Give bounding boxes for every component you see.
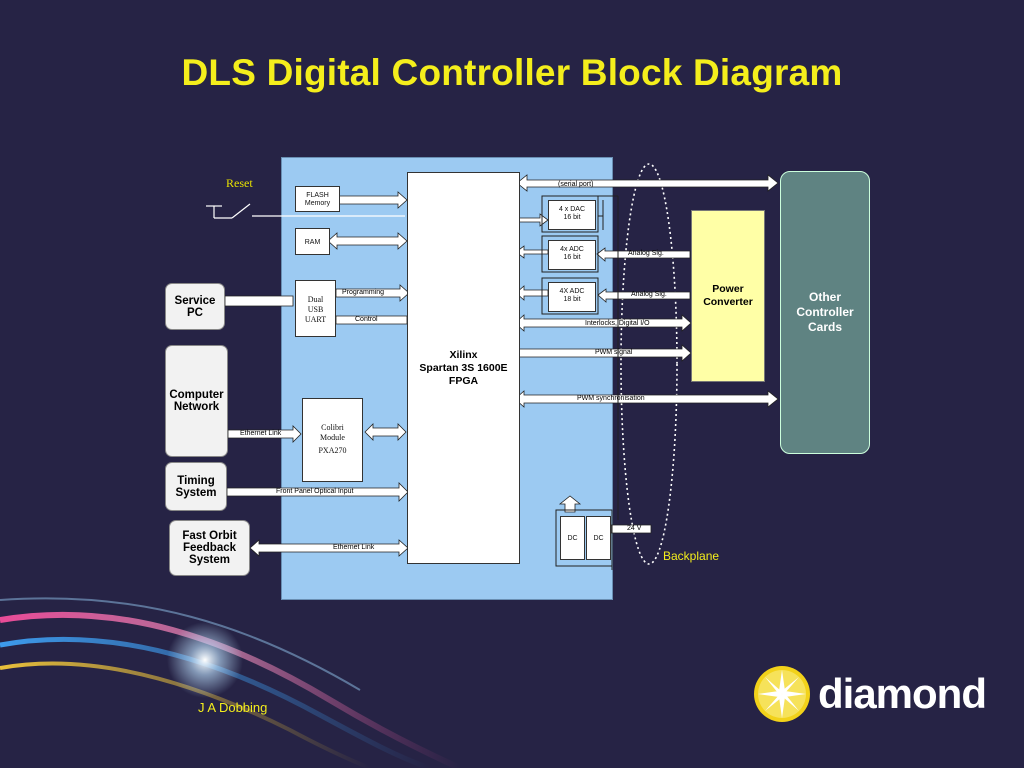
arrow-pwm-sync xyxy=(514,390,779,408)
flash-memory-block: FLASH Memory xyxy=(295,186,340,212)
other-line-3: Cards xyxy=(807,320,842,334)
arrow-dc-up xyxy=(558,495,582,513)
colibri-line-1: Colibri xyxy=(321,423,344,432)
arrow-analog2 xyxy=(597,288,691,303)
fpga-line-1: Xilinx xyxy=(449,349,478,361)
arrow-24v xyxy=(610,524,652,534)
arrow-ethernet2 xyxy=(249,539,409,557)
colibri-module-block: Colibri Module PXA270 xyxy=(302,398,363,482)
control-label: Control xyxy=(355,316,378,323)
dc1-label: DC xyxy=(567,535,578,542)
serial-port-label: (serial port) xyxy=(558,181,594,188)
network-line-1: Computer xyxy=(169,389,224,401)
block-arrows xyxy=(224,174,779,557)
diamond-star-icon xyxy=(754,666,810,722)
fofb-line-3: System xyxy=(189,554,230,566)
other-line-2: Controller xyxy=(796,305,854,319)
power-converter-block: Power Converter xyxy=(691,210,765,382)
fofb-line-2: Feedback xyxy=(182,542,237,554)
dac-line-2: 16 bit xyxy=(563,214,581,221)
uart-line-3: UART xyxy=(304,315,327,324)
timing-line-1: Timing xyxy=(177,474,215,487)
fpga-line-3: FPGA xyxy=(448,375,479,387)
arrow-adc2 xyxy=(515,285,549,301)
flash-memory-label: FLASH Memory xyxy=(304,192,331,207)
fast-orbit-feedback-block: Fast Orbit Feedback System xyxy=(169,520,250,576)
reset-label: Reset xyxy=(226,176,253,190)
dc2-label: DC xyxy=(593,535,604,542)
analog-sig-2-label: Analog Sig. xyxy=(631,291,667,298)
network-line-2: Network xyxy=(173,401,220,413)
arrow-ram-fpga xyxy=(327,232,408,250)
ram-block: RAM xyxy=(295,228,330,255)
arrow-analog1 xyxy=(596,247,691,262)
dc-block-1: DC xyxy=(560,516,585,560)
pwm-signal-label: PWM signal xyxy=(595,349,633,356)
page-title: DLS Digital Controller Block Diagram xyxy=(181,52,843,93)
adc-16bit-block: 4x ADC 16 bit xyxy=(548,240,596,270)
dac-block: 4 x DAC 16 bit xyxy=(548,200,596,230)
colibri-line-2: Module xyxy=(320,433,345,442)
uart-line-1: Dual xyxy=(307,295,324,304)
other-controller-cards-block: Other Controller Cards xyxy=(780,171,870,454)
colibri-line-3: PXA270 xyxy=(318,446,347,455)
timing-line-2: System xyxy=(175,486,217,499)
power-line-2: Converter xyxy=(703,296,753,308)
arrow-pwm xyxy=(515,344,692,362)
fpga-block: Xilinx Spartan 3S 1600E FPGA xyxy=(407,172,520,564)
arrow-adc1 xyxy=(515,245,549,259)
computer-network-block: Computer Network xyxy=(165,345,228,457)
programming-label: Programming xyxy=(342,289,385,296)
arrow-ethernet1 xyxy=(227,425,302,443)
ethernet-link-2-label: Ethernet Link xyxy=(333,544,375,551)
backplane-ellipse xyxy=(620,163,678,565)
uart-line-2: USB xyxy=(307,305,324,314)
pwm-sync-label: PWM synchronisation xyxy=(577,395,645,402)
service-pc-line-1: Service xyxy=(174,294,216,307)
ethernet-link-1-label: Ethernet Link xyxy=(240,430,282,437)
dual-usb-uart-block: Dual USB UART xyxy=(295,280,336,337)
dac-line-1: 4 x DAC xyxy=(558,206,586,213)
diamond-logo: diamond xyxy=(752,664,987,724)
diamond-logo-text: diamond xyxy=(818,670,987,717)
optical-input-label: Front Panel Optical Input xyxy=(276,488,354,495)
decorative-swoosh xyxy=(0,597,462,768)
backplane-label: Backplane xyxy=(663,549,720,563)
arrow-optical xyxy=(226,482,409,502)
24v-label: 24 V xyxy=(627,525,642,532)
dac-lines xyxy=(541,195,619,570)
adc2-line-2: 18 bit xyxy=(563,296,581,303)
dc-block-2: DC xyxy=(586,516,611,560)
author-label: J A Dobbing xyxy=(198,700,268,715)
service-pc-line-2: PC xyxy=(187,306,203,319)
arrow-service-uart xyxy=(224,295,294,307)
adc1-line-2: 16 bit xyxy=(563,254,581,261)
fpga-line-2: Spartan 3S 1600E xyxy=(419,362,508,374)
service-pc-block: Service PC xyxy=(165,283,225,330)
adc2-line-1: 4X ADC xyxy=(559,288,585,295)
arrow-colibri-fpga xyxy=(364,423,407,441)
interlocks-label: Interlocks, Digital I/O xyxy=(585,320,650,327)
ram-label: RAM xyxy=(304,239,321,246)
adc-18bit-block: 4X ADC 18 bit xyxy=(548,282,596,312)
arrow-programming xyxy=(335,284,410,302)
other-line-1: Other xyxy=(808,290,841,304)
arrow-serial xyxy=(516,174,779,192)
timing-system-block: Timing System xyxy=(165,462,227,511)
power-line-1: Power xyxy=(712,283,744,295)
adc1-line-1: 4x ADC xyxy=(560,246,584,253)
analog-sig-1-label: Analog Sig. xyxy=(628,250,664,257)
reset-switch xyxy=(206,203,405,219)
fofb-line-1: Fast Orbit xyxy=(182,530,237,542)
